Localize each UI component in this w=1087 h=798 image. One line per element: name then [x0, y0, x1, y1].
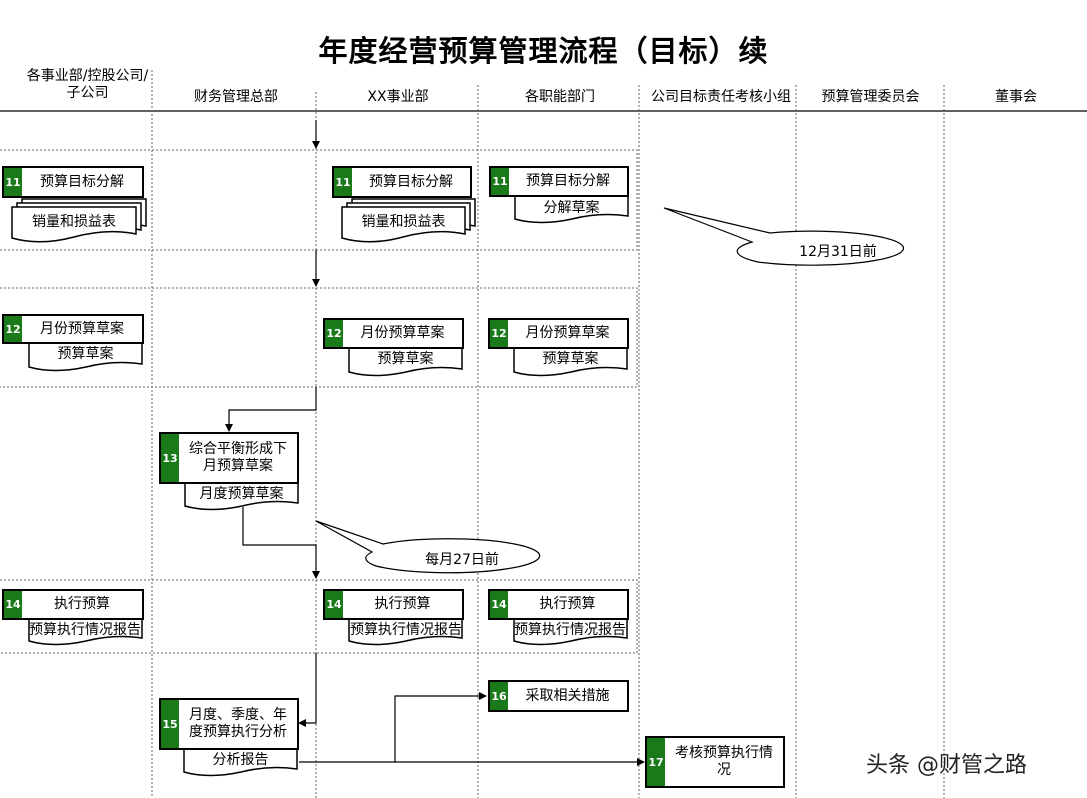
- step-14-box-functional-depts[interactable]: 14 执行预算: [488, 589, 629, 620]
- step-17-box-assessment-group[interactable]: 17 考核预算执行情况: [645, 736, 785, 788]
- doc-sales-pl-statement: 销量和损益表: [361, 214, 446, 230]
- step-number: 16: [490, 682, 508, 710]
- step-12-box-xx-division[interactable]: 12 月份预算草案: [323, 318, 464, 349]
- step-number: 15: [161, 700, 179, 748]
- step-label: 月度、季度、年度预算执行分析: [189, 707, 287, 740]
- step-number: 12: [325, 320, 343, 347]
- lane-header-budget-committee: 预算管理委员会: [821, 89, 920, 105]
- doc-execution-report: 预算执行情况报告: [514, 622, 626, 638]
- group-frames: [0, 149, 638, 654]
- step-label: 月份预算草案: [525, 325, 610, 341]
- step-14-box-xx-division[interactable]: 14 执行预算: [323, 589, 464, 620]
- watermark: 头条 @财管之路: [866, 753, 1027, 778]
- doc-execution-report: 预算执行情况报告: [29, 622, 141, 638]
- step-label: 预算目标分解: [369, 173, 453, 190]
- lane-header-functional-depts: 各职能部门: [525, 89, 595, 105]
- step-label: 执行预算: [374, 596, 431, 612]
- step-number: 12: [4, 316, 22, 342]
- step-label: 月份预算草案: [40, 320, 124, 337]
- step-11-box-business-units[interactable]: 11 预算目标分解: [2, 166, 144, 198]
- doc-execution-report: 预算执行情况报告: [350, 622, 462, 638]
- connectors: [225, 120, 645, 766]
- step-label: 采取相关措施: [525, 687, 610, 704]
- step-label: 考核预算执行情况: [675, 745, 773, 778]
- step-label: 预算目标分解: [40, 173, 124, 190]
- step-label: 综合平衡形成下月预算草案: [189, 441, 287, 474]
- step-12-box-business-units[interactable]: 12 月份预算草案: [2, 314, 144, 344]
- page-title: 年度经营预算管理流程（目标）续: [318, 34, 769, 68]
- step-11-box-functional-depts[interactable]: 11 预算目标分解: [489, 166, 629, 197]
- lane-header-business-units: 各事业部/控股公司/子公司: [26, 68, 149, 101]
- step-number: 13: [161, 434, 179, 482]
- lane-header-xx-division: XX事业部: [367, 89, 429, 105]
- lane-header-board: 董事会: [995, 89, 1037, 105]
- doc-budget-draft: 预算草案: [57, 346, 114, 362]
- deadline-callout-dec31: 12月31日前: [799, 244, 877, 260]
- callouts: [315, 207, 905, 574]
- doc-monthly-budget-draft: 月度预算草案: [199, 486, 284, 502]
- lane-header-finance-hq: 财务管理总部: [194, 89, 278, 105]
- step-15-box-finance-hq[interactable]: 15 月度、季度、年度预算执行分析: [159, 698, 299, 750]
- step-14-box-business-units[interactable]: 14 执行预算: [2, 589, 144, 620]
- doc-analysis-report: 分析报告: [212, 752, 269, 768]
- lane-header-assessment-group: 公司目标责任考核小组: [651, 89, 791, 105]
- step-number: 14: [490, 591, 508, 618]
- deadline-callout-27th: 每月27日前: [425, 552, 499, 568]
- step-12-box-functional-depts[interactable]: 12 月份预算草案: [488, 318, 629, 349]
- doc-budget-draft: 预算草案: [377, 351, 434, 367]
- step-13-box-finance-hq[interactable]: 13 综合平衡形成下月预算草案: [159, 432, 299, 484]
- step-number: 12: [490, 320, 508, 347]
- step-number: 11: [4, 168, 22, 196]
- step-number: 17: [647, 738, 665, 786]
- doc-sales-pl-statement: 销量和损益表: [32, 214, 116, 230]
- documents: [11, 195, 629, 777]
- doc-decomposition-draft: 分解草案: [543, 200, 600, 216]
- step-number: 14: [325, 591, 343, 618]
- step-label: 月份预算草案: [360, 325, 445, 341]
- step-label: 执行预算: [539, 596, 596, 612]
- step-number: 11: [334, 168, 352, 196]
- step-number: 11: [491, 168, 509, 195]
- step-16-box-functional-depts[interactable]: 16 采取相关措施: [488, 680, 629, 712]
- step-label: 执行预算: [54, 596, 110, 612]
- step-11-box-xx-division[interactable]: 11 预算目标分解: [332, 166, 472, 198]
- doc-budget-draft: 预算草案: [542, 351, 599, 367]
- step-number: 14: [4, 591, 22, 618]
- step-label: 预算目标分解: [526, 173, 610, 189]
